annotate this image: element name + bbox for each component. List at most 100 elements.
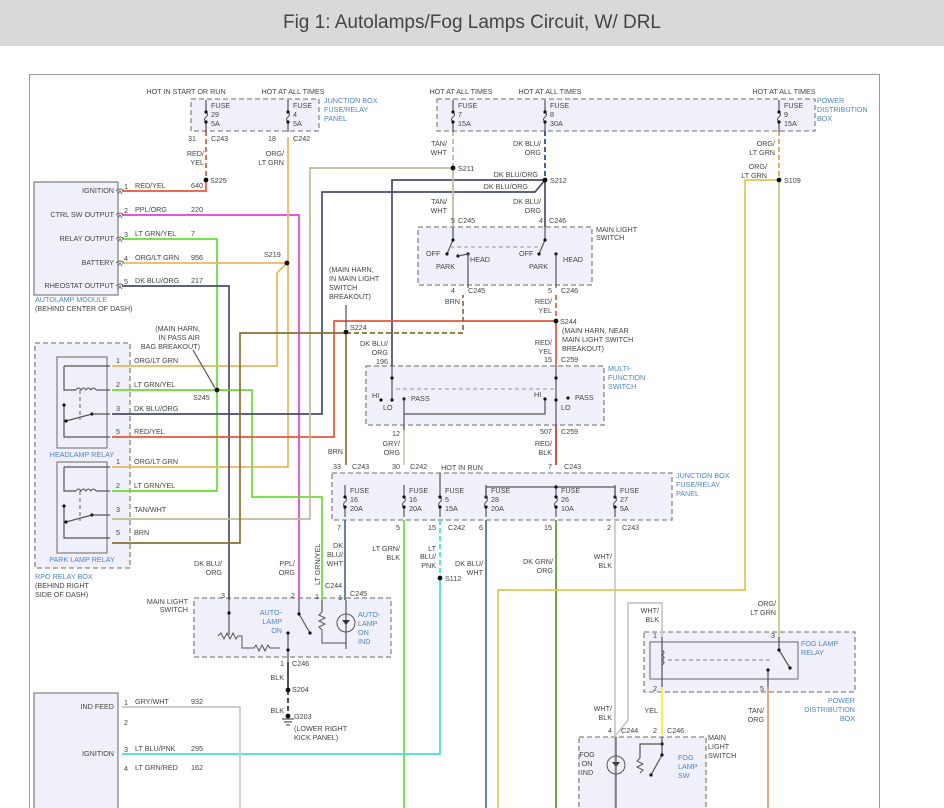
fuse-rating: 20A xyxy=(491,504,504,513)
mfs-label: FUNCTION xyxy=(608,373,645,382)
connector-id: C259 xyxy=(561,427,578,436)
autolamp-on-ind-label: ON xyxy=(358,628,369,637)
wire-color-label: ORG xyxy=(525,148,542,157)
headlamp-relay xyxy=(56,356,108,449)
module-wire-color: RED/YEL xyxy=(135,181,166,190)
connector-id: C243 xyxy=(211,134,228,143)
module-pin-number: 5 xyxy=(124,277,128,286)
harness-note: (LOWER RIGHT xyxy=(294,724,348,733)
fog-lamp-relay-label: FOG LAMP xyxy=(801,639,838,648)
splice-label: S212 xyxy=(550,176,567,185)
wire-color-label: RED/ xyxy=(187,149,204,158)
park-lamp-relay-label: PARK LAMP RELAY xyxy=(49,555,115,564)
splice-label: S225 xyxy=(210,176,227,185)
connector-id: C242 xyxy=(410,462,427,471)
contact-point xyxy=(64,419,68,423)
wires xyxy=(112,131,780,808)
connector-pin-number: 15 xyxy=(544,355,552,364)
junction-box-label: JUNCTION BOX xyxy=(324,96,378,105)
wire-red-yel xyxy=(122,180,207,192)
fuse-rating: 15A xyxy=(458,119,471,128)
wire-color-label: DK BLU/ xyxy=(360,339,388,348)
junction-box-label: FUSE/RELAY xyxy=(676,480,720,489)
connector-pin-number: 2 xyxy=(291,591,295,600)
wire-color-label: ORG/ xyxy=(758,599,776,608)
switch-position-park: PARK xyxy=(436,262,455,271)
fuse-number: 8 xyxy=(550,110,554,119)
contact-point xyxy=(566,396,570,400)
mfs-label: SWITCH xyxy=(608,382,636,391)
relay-wire-color: LT GRN/YEL xyxy=(134,481,175,490)
wire-color-label: YEL xyxy=(538,347,552,356)
connector-pin-number: 12 xyxy=(392,429,400,438)
module-circuit-number: 162 xyxy=(191,763,203,772)
relay-wire-color: BRN xyxy=(134,528,149,537)
connector-pin-number: 2 xyxy=(653,726,657,735)
fuse-number: 7 xyxy=(458,110,462,119)
fog-sw-wire xyxy=(639,743,662,758)
fuse-terminal xyxy=(343,495,347,499)
fuse-icon xyxy=(483,496,489,508)
module-pin-name: IGNITION xyxy=(82,749,114,758)
relay-wire-color: RED/YEL xyxy=(134,427,165,436)
connector-id: C243 xyxy=(564,462,581,471)
pin-connector-icon xyxy=(115,236,125,243)
connector-id: C246 xyxy=(292,659,309,668)
module-circuit-number: 640 xyxy=(191,181,203,190)
wire-org-lt-grn xyxy=(497,179,779,808)
fuse-number: 16 xyxy=(409,495,417,504)
fuse-label: FUSE xyxy=(784,101,803,110)
contact-point xyxy=(64,520,68,524)
fuse-terminal xyxy=(451,110,455,114)
relay-pin-number: 3 xyxy=(116,505,120,514)
fuse-terminal xyxy=(343,505,347,509)
wire-color-label: YEL xyxy=(190,158,204,167)
wire-color-label: WHT/ xyxy=(594,704,612,713)
harness-note: BREAKOUT) xyxy=(329,292,371,301)
relay-pin-number: 2 xyxy=(116,481,120,490)
switch-position-head: HEAD xyxy=(470,255,490,264)
connector-pin-number: 4 xyxy=(539,216,543,225)
autolamp-on-label: ON xyxy=(271,626,282,635)
wire-color-label: BRN xyxy=(445,297,460,306)
fuse-label: FUSE xyxy=(350,486,369,495)
fuse-terminal xyxy=(554,495,558,499)
connector-pin-number: 4 xyxy=(608,726,612,735)
wire-color-label: RED/ xyxy=(535,297,552,306)
switch-position-off: OFF xyxy=(426,249,441,258)
fuse-number: 16 xyxy=(350,495,358,504)
relay-coil-wire xyxy=(63,467,76,492)
wire-color-label: DK BLU/ORG xyxy=(484,182,529,191)
connector-pin-number: 3 xyxy=(771,631,775,640)
autolamp-on-label: LAMP xyxy=(262,617,282,626)
pdb-label: DISTRIBUTION xyxy=(817,105,868,114)
connector-pin-number: 5 xyxy=(451,216,455,225)
wire-color-label: ORG/ xyxy=(749,162,767,171)
splice-point xyxy=(284,260,290,266)
fog-lamp-sw-label: FOG xyxy=(678,753,694,762)
module-pin-number: 4 xyxy=(124,254,128,263)
multi-function-switch xyxy=(365,365,605,426)
main-light-switch-label: MAIN LIGHT xyxy=(596,225,638,234)
contact-point xyxy=(766,668,770,672)
module-wire-color: ORG/LT GRN xyxy=(135,253,179,262)
connector-pin-number: 1 xyxy=(315,592,319,601)
fuse-rating: 20A xyxy=(350,504,363,513)
wire-color-label: BLK xyxy=(270,673,284,682)
wire-lt-grn-yel xyxy=(112,389,323,600)
relay-wire-color: ORG/LT GRN xyxy=(134,356,178,365)
wire-color-label: ORG/ xyxy=(266,149,284,158)
power-label: HOT IN RUN xyxy=(441,463,483,472)
wire-color-label: BLK xyxy=(538,448,552,457)
fuse-terminal xyxy=(777,110,781,114)
component-boxes xyxy=(33,98,856,808)
contact-point xyxy=(286,631,290,635)
fuse-rating: 15A xyxy=(784,119,797,128)
wire-color-label: LT xyxy=(428,544,436,553)
wire-color-label: LT GRN/YEL xyxy=(313,544,322,585)
connector-pin-number: 7 xyxy=(548,462,552,471)
connector-id: C243 xyxy=(352,462,369,471)
headlamp-relay-label: HEADLAMP RELAY xyxy=(50,450,115,459)
fuse-label: FUSE xyxy=(620,486,639,495)
